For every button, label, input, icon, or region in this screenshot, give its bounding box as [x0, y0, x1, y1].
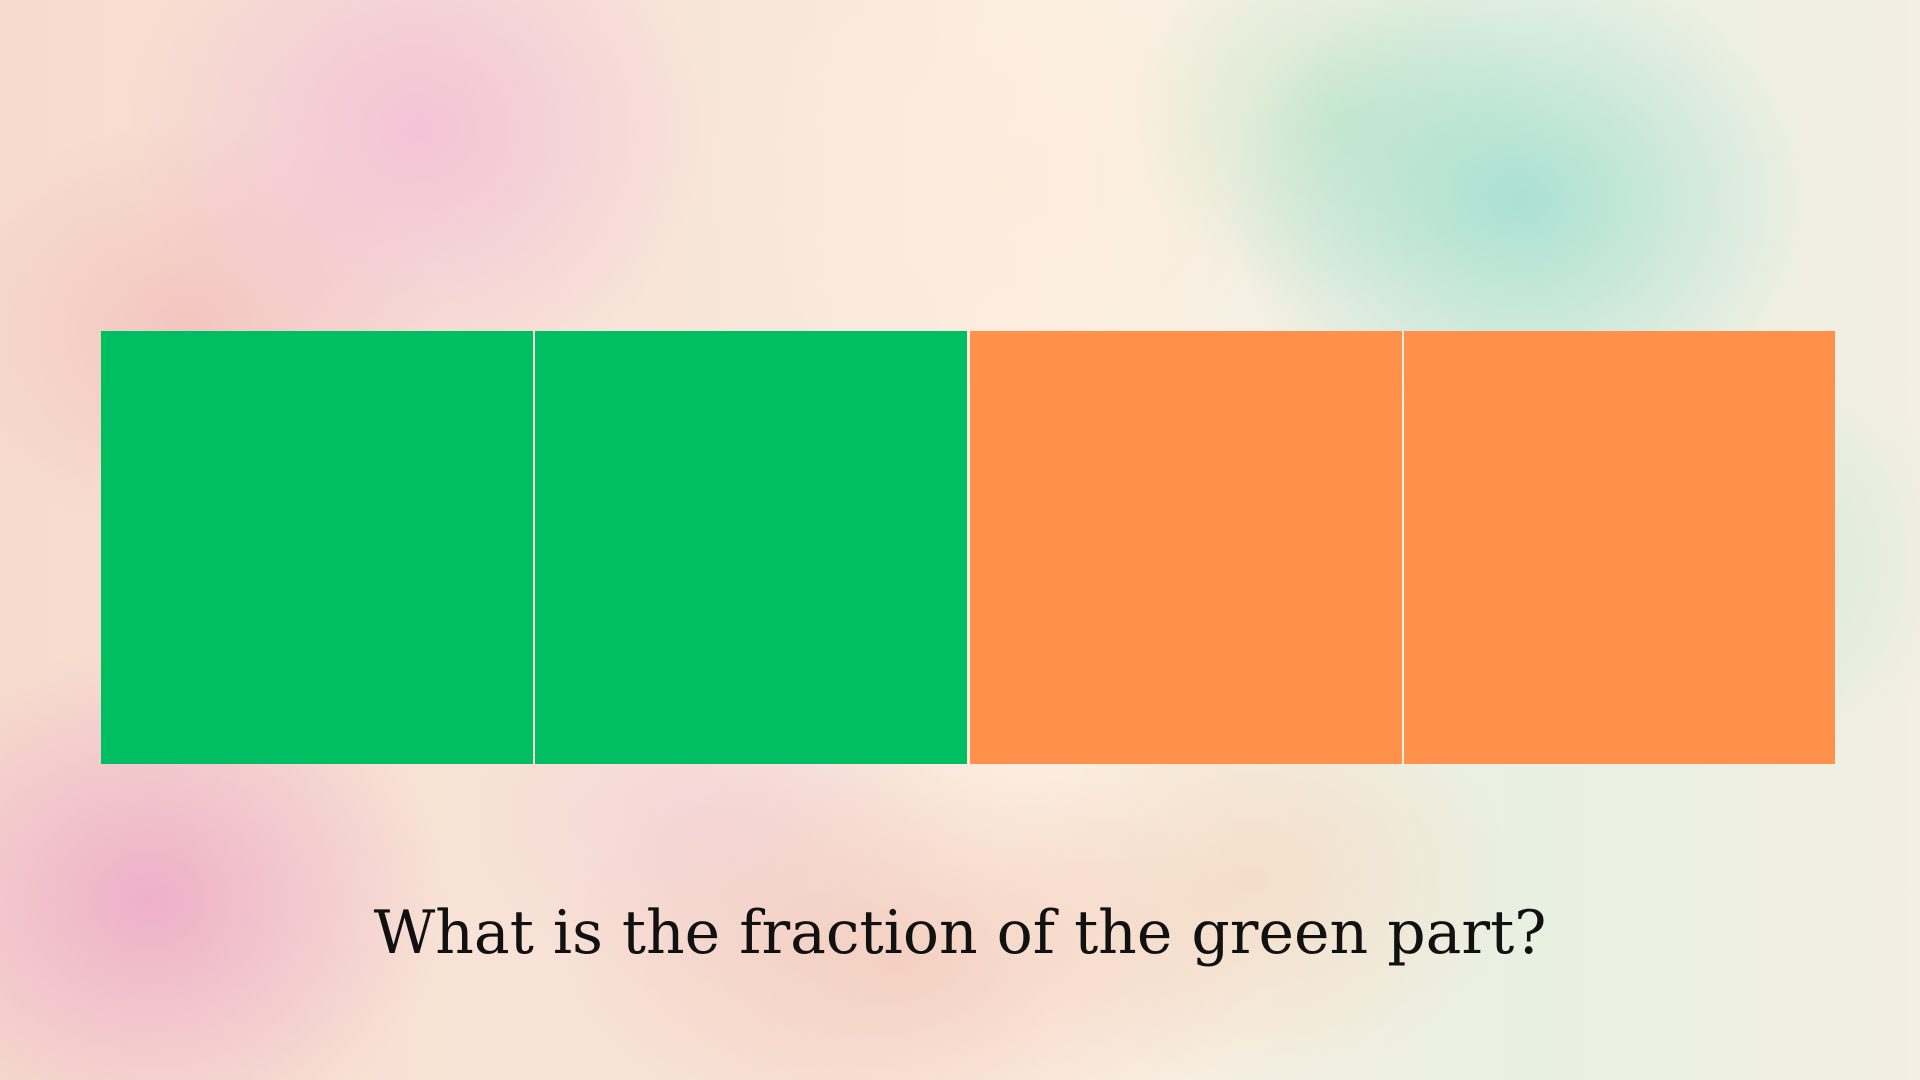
question-text: What is the fraction of the green part? [373, 898, 1547, 968]
fraction-part-3 [970, 331, 1402, 764]
fraction-part-1 [101, 331, 533, 764]
fraction-part-2 [535, 331, 967, 764]
fraction-bar [101, 331, 1835, 764]
fraction-part-4 [1404, 331, 1835, 764]
